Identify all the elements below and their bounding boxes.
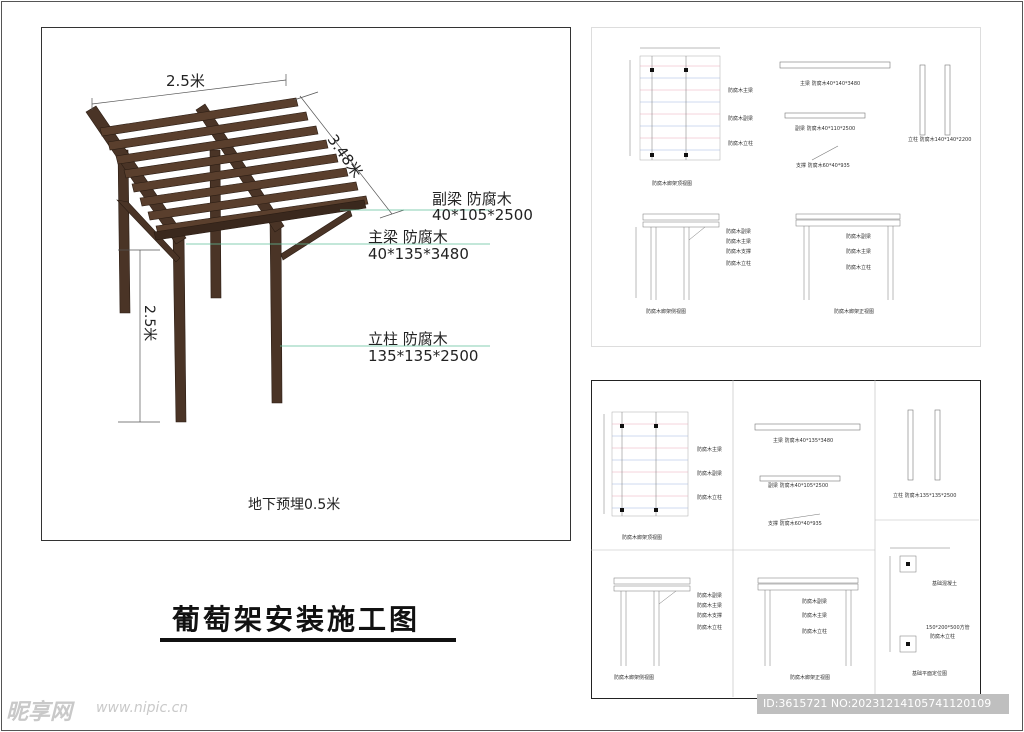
s1-brace: 支撑 防腐木60*40*935 [796, 163, 850, 169]
dimension-lines [91, 74, 405, 423]
s1-front-tag1: 防腐木副梁 [846, 234, 872, 240]
sheet2-parts [754, 409, 941, 521]
secondary-beam-1 [99, 97, 299, 137]
s1-plan-tag1: 防腐木主梁 [728, 88, 754, 94]
column-name: 立柱 防腐木 [368, 330, 448, 348]
s2-brace: 支撑 防腐木60*40*935 [768, 521, 822, 527]
s2-side-tag3: 防腐木支撑 [697, 613, 723, 619]
secondary-beam-6 [139, 167, 349, 207]
s1-side-tag4: 防腐木立柱 [726, 261, 752, 267]
s2-front-caption: 防腐木廊架正视图 [790, 675, 831, 681]
s2-front-tag2: 防腐木主梁 [802, 613, 828, 619]
s1-plan-caption: 防腐木廊架顶视图 [652, 181, 693, 187]
sheet1-side-view [635, 213, 720, 300]
s1-plan-tag3: 防腐木立柱 [728, 141, 754, 147]
watermark-logo: 昵享网 [6, 700, 73, 725]
s1-side-tag2: 防腐木主梁 [726, 239, 752, 245]
sheet2-side-view [613, 577, 691, 666]
s1-front-tag2: 防腐木主梁 [846, 249, 872, 255]
s2-plan-tag3: 防腐木立柱 [697, 495, 723, 501]
s2-side-tag1: 防腐木副梁 [697, 593, 723, 599]
s2-found-caption: 基础平面定位图 [912, 671, 948, 677]
column-size: 135*135*2500 [368, 347, 479, 365]
height-dimension-label: 2.5米 [141, 305, 157, 342]
sheet1-parts [779, 61, 951, 161]
s2-found-tag1: 基础混凝土 [932, 581, 958, 587]
sheet2-grid [591, 380, 979, 697]
secondary-beam-7 [147, 181, 359, 221]
s1-front-tag3: 防腐木立柱 [846, 265, 872, 271]
s1-main-beam: 主梁 防腐木40*140*3480 [800, 81, 861, 87]
main-beam-size: 40*135*3480 [368, 245, 469, 263]
s2-side-caption: 防腐木廊架侧视图 [614, 675, 655, 681]
s2-found-tag3: 防腐木立柱 [930, 634, 956, 640]
s1-side-tag3: 防腐木支撑 [726, 249, 752, 255]
s1-side-tag1: 防腐木副梁 [726, 229, 752, 235]
column-front-right [269, 219, 283, 404]
secondary-beam-5 [131, 153, 339, 193]
main-beam-front [153, 199, 367, 241]
sheet1-front-view [795, 213, 901, 300]
watermark-url: www.nipic.cn [96, 700, 189, 716]
sheet1-plan-posts [650, 68, 688, 157]
pergola-model [85, 97, 369, 423]
s2-plan-tag2: 防腐木副梁 [697, 471, 723, 477]
sheet1-plan-view [629, 47, 721, 161]
s2-front-tag3: 防腐木立柱 [802, 629, 828, 635]
brace-right [280, 209, 353, 261]
secondary-beam-name: 副梁 防腐木 [432, 190, 512, 208]
s1-column: 立柱 防腐木140*140*2200 [908, 137, 972, 143]
s2-found-tag2: 150*200*500方管 [926, 625, 970, 631]
secondary-beam-4 [123, 139, 329, 179]
sheet2-front-view [757, 577, 859, 666]
s2-side-tag2: 防腐木主梁 [697, 603, 723, 609]
drawing-title: 葡萄架安装施工图 [172, 603, 421, 636]
s2-secondary-beam: 副梁 防腐木40*105*2500 [768, 483, 829, 489]
s1-secondary-beam: 副梁 防腐木40*110*2500 [795, 126, 856, 132]
s1-side-caption: 防腐木廊架侧视图 [646, 309, 687, 315]
s2-plan-caption: 防腐木廊架顶视图 [622, 535, 663, 541]
title-underline [160, 638, 456, 642]
secondary-beam-size: 40*105*2500 [432, 206, 533, 224]
s1-plan-tag2: 防腐木副梁 [728, 116, 754, 122]
image-id-bar: ID:3615721 NO:20231214105741120109 [757, 694, 1009, 714]
sheet2-foundation-view [889, 547, 950, 653]
s2-main-beam: 主梁 防腐木40*135*3480 [773, 438, 834, 444]
sheet2-plan-posts [620, 424, 658, 512]
embed-note: 地下预埋0.5米 [248, 497, 341, 513]
secondary-beam-3 [115, 125, 319, 165]
brace-left [116, 199, 181, 263]
leader-lines [186, 209, 490, 347]
s2-side-tag4: 防腐木立柱 [697, 625, 723, 631]
s2-column: 立柱 防腐木135*135*2500 [893, 493, 957, 499]
sheet2-plan-view [603, 411, 689, 517]
s1-front-caption: 防腐木廊架正视图 [834, 309, 875, 315]
secondary-beam-2 [107, 111, 309, 151]
main-beam-name: 主梁 防腐木 [368, 228, 448, 246]
width-dimension-label: 2.5米 [166, 72, 205, 90]
s2-plan-tag1: 防腐木主梁 [697, 447, 723, 453]
s2-front-tag1: 防腐木副梁 [802, 599, 828, 605]
